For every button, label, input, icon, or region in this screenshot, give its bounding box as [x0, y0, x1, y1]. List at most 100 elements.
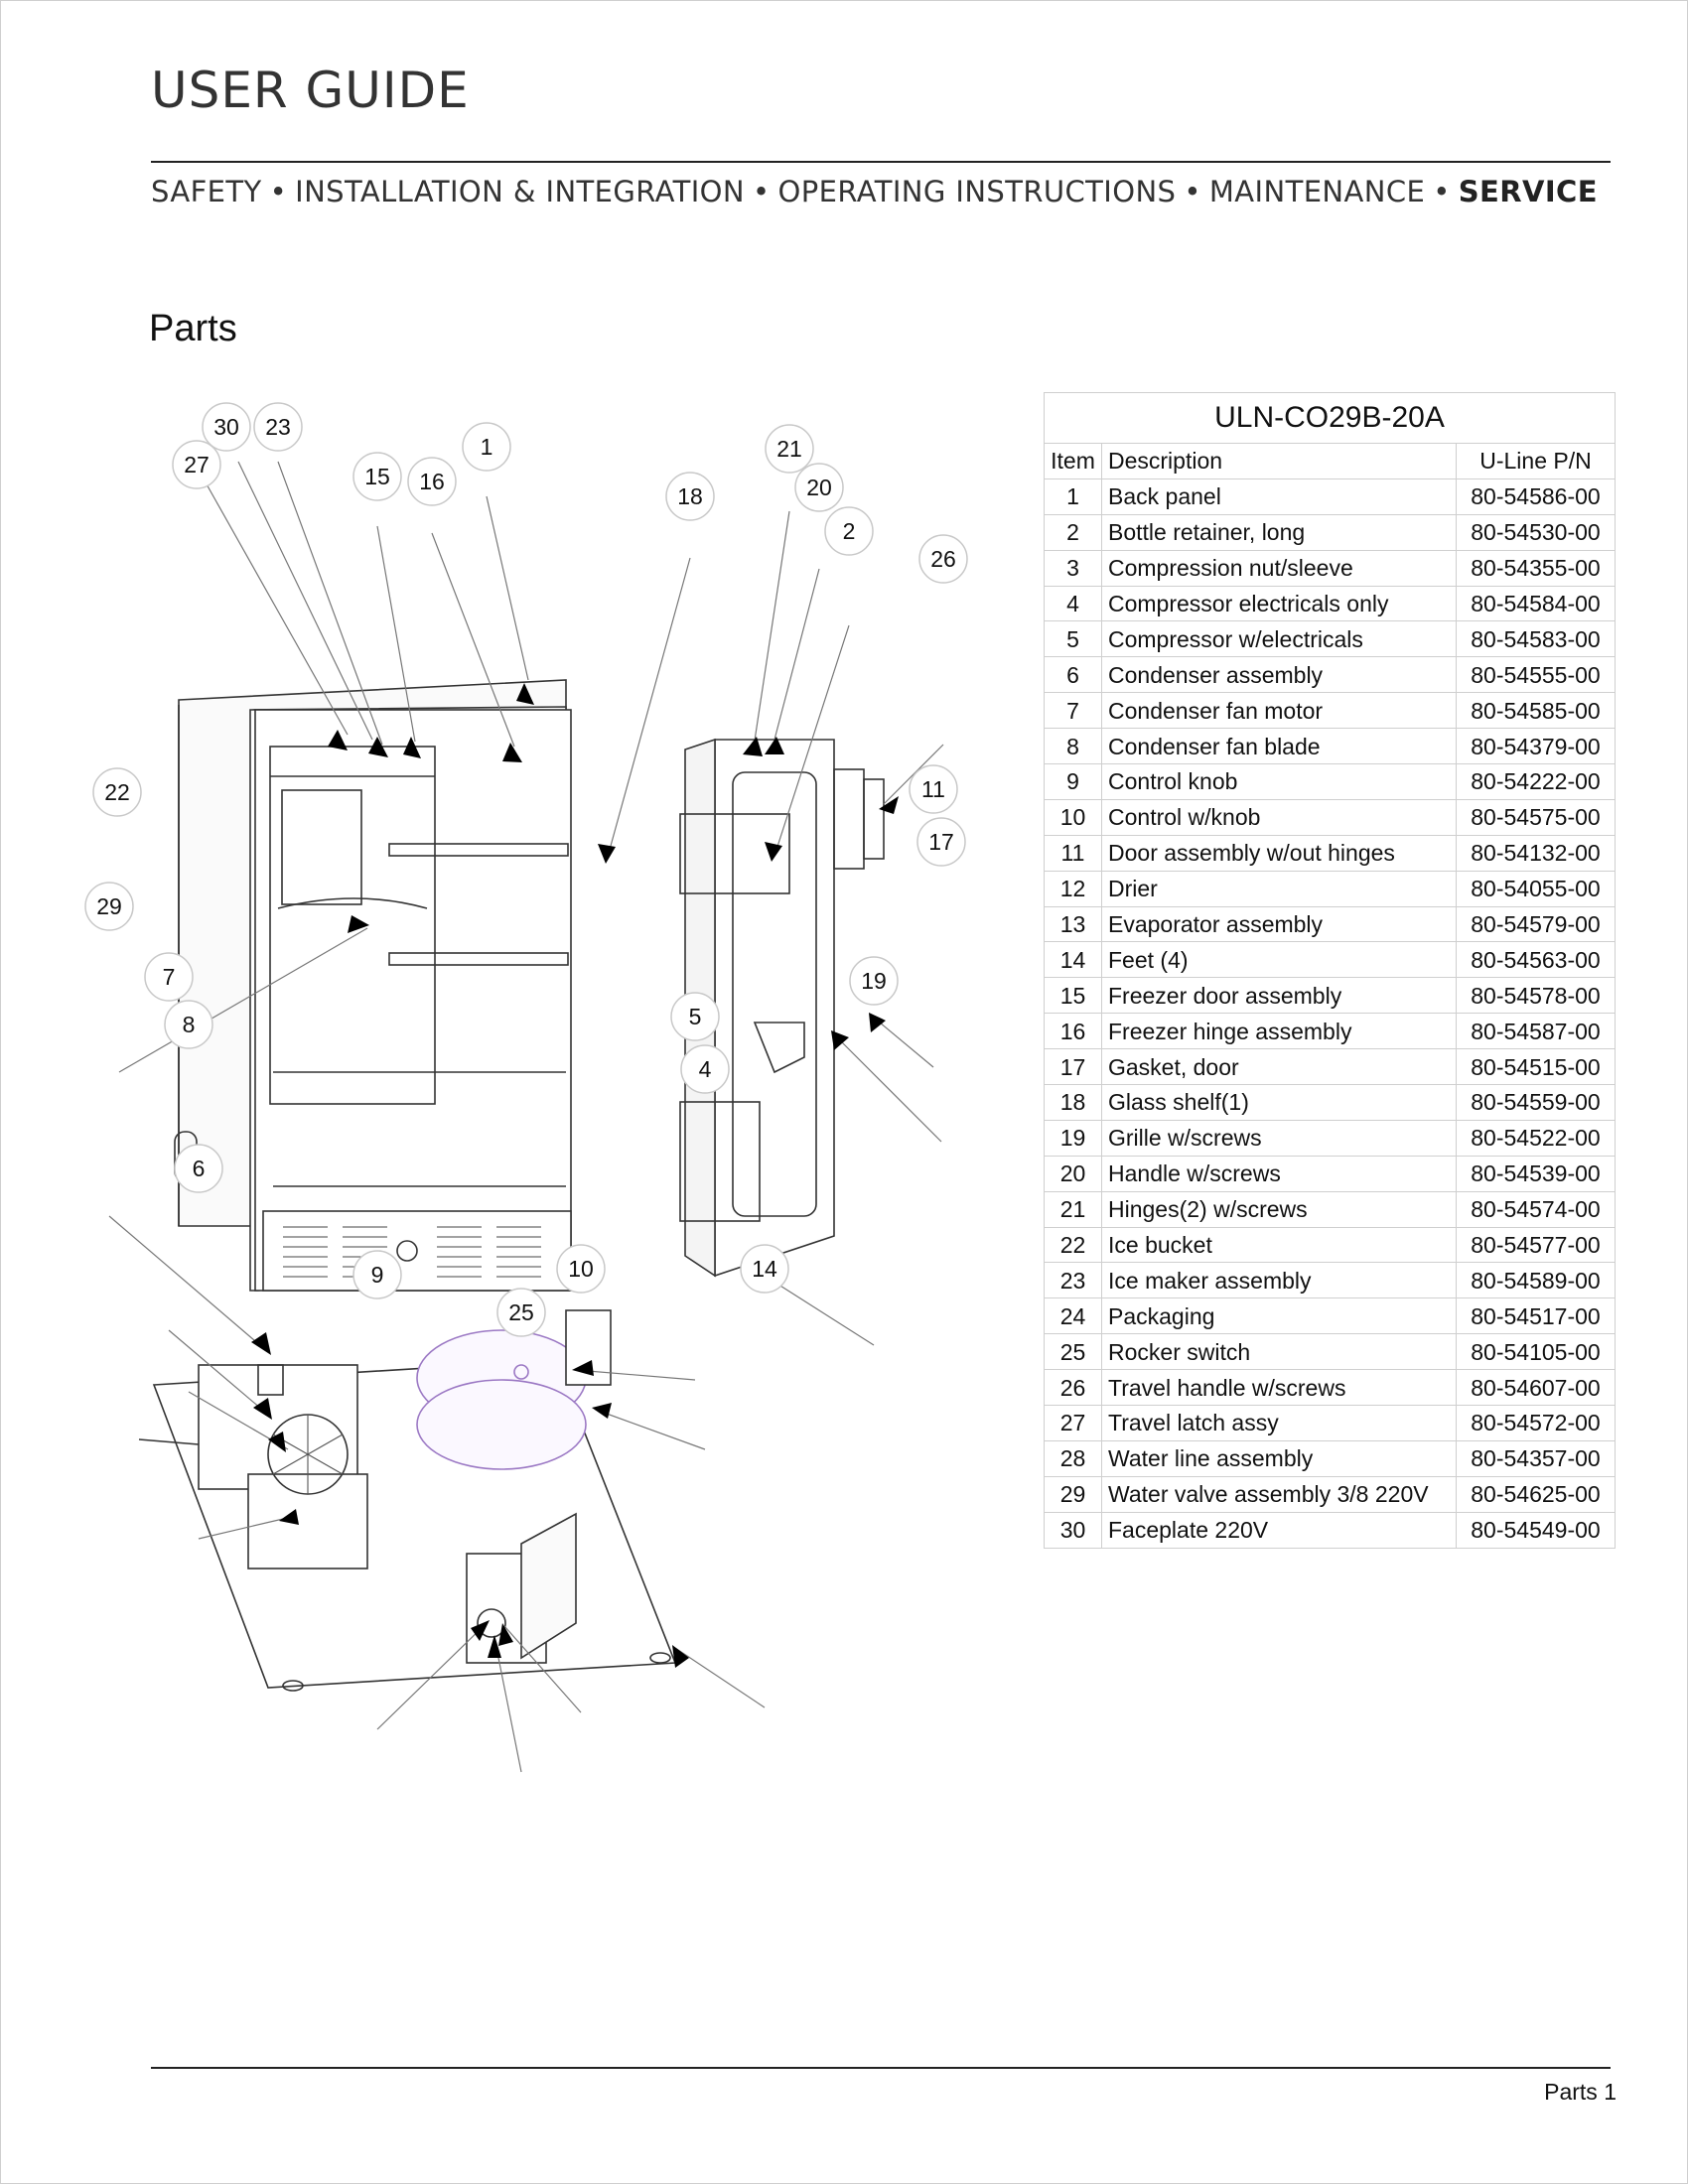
item-number: 2 — [1044, 513, 1102, 551]
nav-item-service[interactable]: SERVICE — [1458, 175, 1598, 208]
part-number: 80-54517-00 — [1456, 1297, 1616, 1335]
callout-circle — [202, 402, 251, 452]
part-number: 80-54583-00 — [1456, 620, 1616, 658]
part-number: 80-54589-00 — [1456, 1262, 1616, 1299]
callout-label: 29 — [96, 893, 122, 919]
callout-5: 5 — [670, 992, 720, 1041]
callout-circle — [916, 817, 966, 867]
item-number: 7 — [1044, 692, 1102, 730]
item-number: 5 — [1044, 620, 1102, 658]
item-number: 16 — [1044, 1013, 1102, 1050]
callout-19: 19 — [849, 956, 899, 1006]
callout-10: 10 — [556, 1244, 606, 1294]
header-row: Item Description U-Line P/N — [1044, 443, 1616, 479]
model-row: ULN-CO29B-20A — [1044, 392, 1616, 444]
item-description: Door assembly w/out hinges — [1101, 834, 1457, 872]
item-number: 22 — [1044, 1226, 1102, 1264]
item-description: Control knob — [1101, 763, 1457, 800]
callout-label: 6 — [193, 1156, 206, 1181]
callout-label: 30 — [213, 414, 239, 440]
callout-label: 1 — [481, 434, 493, 460]
callout-circle — [740, 1244, 789, 1294]
item-number: 30 — [1044, 1511, 1102, 1549]
callout-circle — [556, 1244, 606, 1294]
item-description: Packaging — [1101, 1297, 1457, 1335]
part-number: 80-54055-00 — [1456, 870, 1616, 907]
callout-23: 23 — [253, 402, 303, 452]
nav-separator: • — [1433, 175, 1451, 208]
item-description: Water valve assembly 3/8 220V — [1101, 1475, 1457, 1513]
callout-21: 21 — [765, 424, 814, 474]
callout-label: 22 — [104, 779, 130, 805]
item-number: 15 — [1044, 977, 1102, 1015]
item-number: 19 — [1044, 1119, 1102, 1157]
item-description: Condenser assembly — [1101, 656, 1457, 694]
item-description: Condenser fan motor — [1101, 692, 1457, 730]
callout-label: 17 — [928, 829, 954, 855]
item-number: 11 — [1044, 834, 1102, 872]
item-number: 18 — [1044, 1084, 1102, 1121]
cabinet-drawing — [174, 679, 885, 1292]
item-number: 23 — [1044, 1262, 1102, 1299]
item-description: Travel latch assy — [1101, 1405, 1457, 1441]
callout-label: 20 — [806, 475, 832, 500]
item-description: Evaporator assembly — [1101, 905, 1457, 943]
item-description: Freezer door assembly — [1101, 977, 1457, 1015]
callout-1: 1 — [462, 422, 511, 472]
item-description: Drier — [1101, 870, 1457, 907]
item-number: 20 — [1044, 1155, 1102, 1192]
item-number: 1 — [1044, 478, 1102, 515]
item-description: Freezer hinge assembly — [1101, 1013, 1457, 1050]
item-description: Grille w/screws — [1101, 1119, 1457, 1157]
nav-item-installation[interactable]: INSTALLATION & INTEGRATION — [295, 175, 746, 208]
callout-label: 7 — [163, 964, 176, 990]
part-number: 80-54563-00 — [1456, 941, 1616, 979]
callout-label: 27 — [184, 452, 210, 478]
item-description: Travel handle w/screws — [1101, 1369, 1457, 1407]
header-rule — [151, 161, 1611, 163]
callout-circle — [918, 534, 968, 584]
part-number: 80-54587-00 — [1456, 1013, 1616, 1050]
nav-item-maintenance[interactable]: MAINTENANCE — [1208, 175, 1426, 208]
nav-item-operating[interactable]: OPERATING INSTRUCTIONS — [777, 175, 1177, 208]
callout-label: 25 — [508, 1299, 534, 1325]
callout-circle — [172, 440, 221, 489]
nav-item-safety[interactable]: SAFETY — [151, 175, 262, 208]
item-description: Glass shelf(1) — [1101, 1084, 1457, 1121]
callout-circle — [849, 956, 899, 1006]
column-header-part-number: U-Line P/N — [1456, 443, 1616, 479]
callout-label: 8 — [183, 1012, 196, 1037]
callout-label: 23 — [265, 414, 291, 440]
callout-label: 18 — [677, 483, 703, 509]
item-description: Bottle retainer, long — [1101, 513, 1457, 551]
part-number: 80-54355-00 — [1456, 549, 1616, 587]
item-description: Control w/knob — [1101, 798, 1457, 836]
part-number: 80-54586-00 — [1456, 478, 1616, 515]
item-number: 17 — [1044, 1048, 1102, 1086]
callout-circle — [144, 952, 194, 1002]
callout-label: 14 — [752, 1256, 777, 1282]
callout-circle — [794, 463, 844, 512]
arrowheads — [251, 683, 899, 1668]
part-number: 80-54555-00 — [1456, 656, 1616, 694]
item-number: 28 — [1044, 1439, 1102, 1477]
callout-circle — [462, 422, 511, 472]
callout-4: 4 — [680, 1044, 730, 1094]
part-number: 80-54577-00 — [1456, 1226, 1616, 1264]
item-description: Compression nut/sleeve — [1101, 549, 1457, 587]
part-number: 80-54515-00 — [1456, 1048, 1616, 1086]
callout-label: 19 — [861, 968, 887, 994]
nav-separator: • — [753, 175, 771, 208]
part-number: 80-54530-00 — [1456, 513, 1616, 551]
